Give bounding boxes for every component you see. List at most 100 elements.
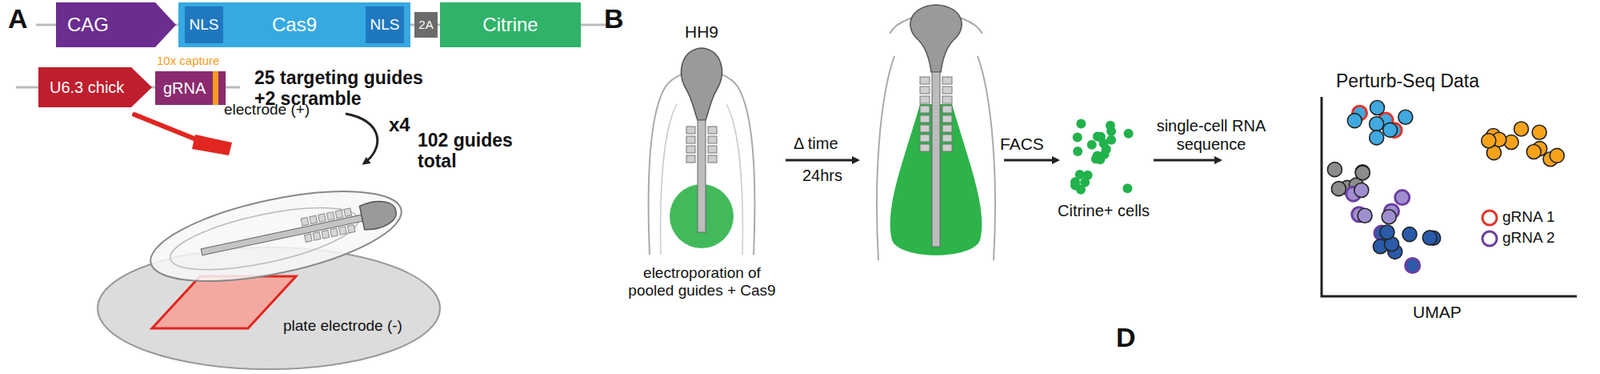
umap-dot xyxy=(1532,124,1547,140)
nls-box: NLS xyxy=(365,6,404,44)
somite xyxy=(304,233,312,242)
umap-dot xyxy=(1357,208,1372,223)
umap-dot xyxy=(1354,182,1369,197)
annotation: x4 xyxy=(388,113,411,136)
somite xyxy=(920,124,930,132)
node-label: 10x capture xyxy=(156,54,220,68)
somite xyxy=(344,208,352,216)
time-arrow xyxy=(785,159,858,162)
umap-dot xyxy=(1381,209,1396,224)
u6-promoter-arrow: U6.3 chick xyxy=(38,67,152,108)
panel-letter: A xyxy=(8,3,28,35)
umap-dot xyxy=(1327,162,1342,177)
umap-dot xyxy=(1347,113,1362,128)
umap-dot xyxy=(1369,116,1384,132)
sequencing-arrow xyxy=(1153,159,1220,162)
node-label: NLS xyxy=(189,16,220,34)
cell-dot xyxy=(1075,169,1085,180)
somite xyxy=(686,155,696,163)
somite xyxy=(708,145,717,153)
umap-dot xyxy=(1405,258,1420,273)
node-label: CAG xyxy=(67,14,109,36)
cell-dot xyxy=(1087,140,1097,150)
somite xyxy=(942,134,952,142)
plate-electrode xyxy=(152,276,296,328)
somite xyxy=(309,215,318,224)
annotation: 24hrs xyxy=(802,166,843,185)
somite xyxy=(942,115,952,123)
umap-dot xyxy=(1355,165,1370,180)
umap-dot xyxy=(1331,181,1346,196)
arrow-polygon xyxy=(38,67,152,108)
cell-dot xyxy=(1076,118,1086,128)
cell-dot xyxy=(1080,177,1090,188)
cas9-box: Cas9NLSNLS xyxy=(178,2,411,48)
somite xyxy=(335,209,344,218)
somite xyxy=(920,105,930,113)
somite xyxy=(686,145,696,153)
cell-dot xyxy=(1072,132,1083,142)
umap-dot xyxy=(1526,144,1541,159)
somite xyxy=(920,96,930,104)
cell-dot xyxy=(1106,126,1116,136)
grna-box: 10x capturegRNA xyxy=(155,71,226,105)
umap-dots xyxy=(1327,100,1564,273)
somite xyxy=(942,96,952,104)
somite xyxy=(686,136,696,144)
legend-sample xyxy=(1482,231,1497,246)
capture-bar xyxy=(212,71,219,105)
arrow-polygon xyxy=(56,2,176,48)
annotation: plate electrode (-) xyxy=(283,316,403,335)
somite xyxy=(708,126,717,134)
umap-dot xyxy=(1369,130,1384,145)
somite xyxy=(920,86,930,94)
facs-arrow xyxy=(1004,159,1058,162)
umap-dot xyxy=(1370,100,1385,116)
annotation: UMAP xyxy=(1412,302,1462,322)
nls-box: NLS xyxy=(184,6,224,44)
node-label: NLS xyxy=(370,16,400,34)
cell-dot xyxy=(1094,132,1104,142)
umap-dot xyxy=(1395,190,1410,205)
annotation: electroporation of pooled guides + Cas9 xyxy=(624,264,780,300)
cell-dot xyxy=(1091,153,1101,164)
somite xyxy=(326,212,335,220)
cell-dot xyxy=(1122,183,1132,193)
somite xyxy=(942,124,952,132)
embryo-24h xyxy=(876,4,996,260)
umap-dot xyxy=(1383,122,1398,137)
annotation: FACS xyxy=(1000,134,1044,154)
node-label: U6.3 chick xyxy=(49,78,124,96)
umap-dot xyxy=(1481,133,1496,148)
annotation: Δ time xyxy=(793,134,839,153)
annotation: Perturb-Seq Data xyxy=(1336,70,1480,92)
electrode-handle xyxy=(134,114,200,141)
umap-dot xyxy=(1549,148,1564,163)
cell-dot xyxy=(1072,146,1083,156)
embryo-on-dish xyxy=(143,173,409,300)
somite xyxy=(708,136,717,144)
embryo-hh9 xyxy=(648,48,756,255)
somite xyxy=(330,228,339,236)
annotation: electrode (+) xyxy=(224,100,310,119)
somite xyxy=(942,144,952,152)
somite xyxy=(920,144,930,152)
umap-dot xyxy=(1514,121,1529,136)
legend-label: gRNA 1 xyxy=(1502,208,1555,226)
curved-arrow xyxy=(345,113,378,164)
promoter-arrow: CAG xyxy=(56,2,176,48)
legend-sample xyxy=(1482,210,1497,225)
umap-dot xyxy=(1402,227,1417,242)
legend-label: gRNA 2 xyxy=(1502,228,1555,247)
somite xyxy=(686,126,696,134)
somite xyxy=(942,76,952,84)
node-label: Citrine xyxy=(482,14,538,36)
annotation: HH9 xyxy=(684,22,719,42)
somite xyxy=(920,115,930,123)
electrode-paddle xyxy=(192,134,232,156)
umap-dot xyxy=(1398,109,1413,124)
umap-dot xyxy=(1422,230,1437,245)
cell-dot xyxy=(1070,180,1080,191)
